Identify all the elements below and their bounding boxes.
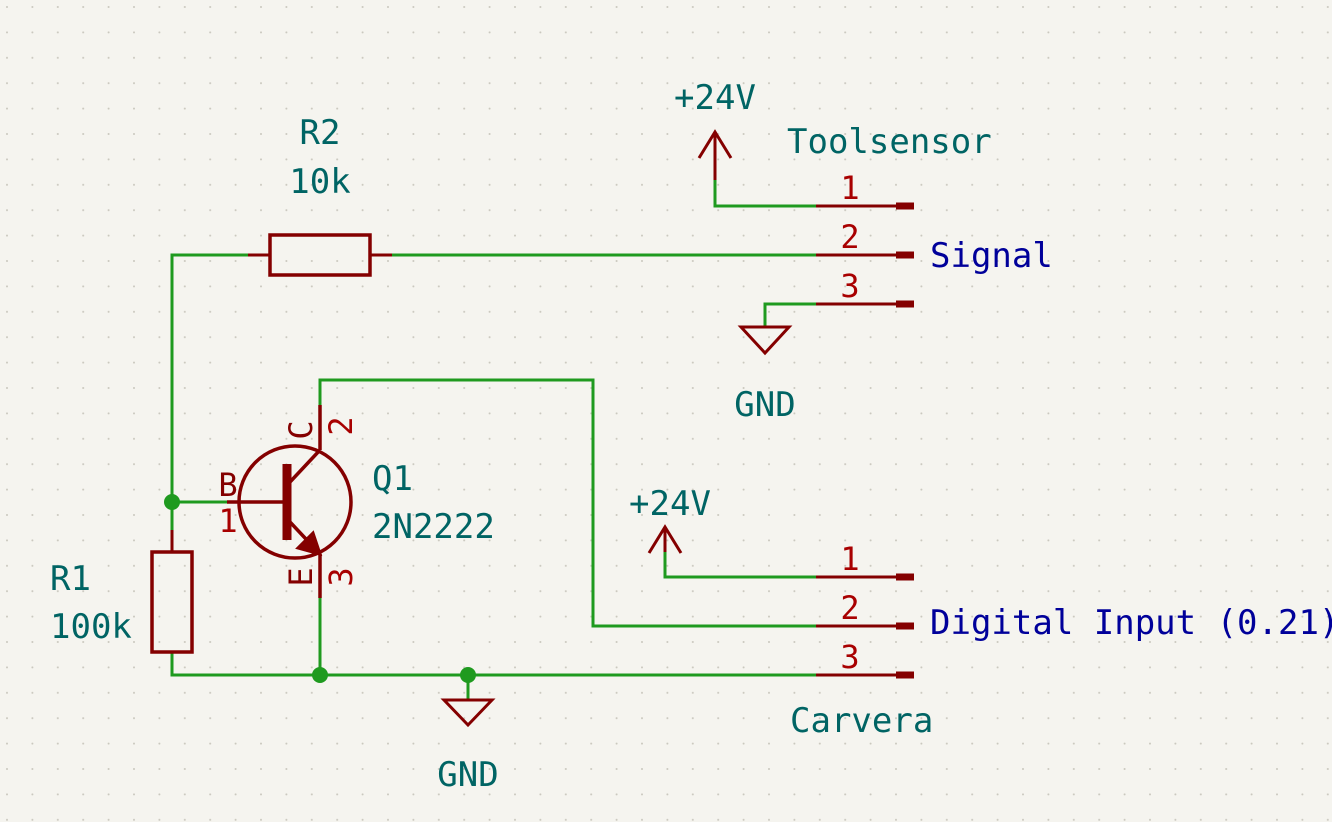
junction-base xyxy=(164,494,180,510)
vcc-mid-label: +24V xyxy=(629,484,711,524)
connector-toolsensor[interactable]: Toolsensor 1 2 3 xyxy=(787,122,992,308)
gnd-top-label: GND xyxy=(734,385,795,425)
wire-vcc-mid xyxy=(663,550,818,579)
toolsensor-pin-3: 3 xyxy=(840,267,859,305)
power-vcc-mid[interactable]: +24V xyxy=(629,484,711,554)
power-vcc-top[interactable]: +24V xyxy=(674,78,756,180)
wire-vcc-top xyxy=(713,178,818,208)
connector-carvera[interactable]: 1 2 3 Carvera xyxy=(790,540,933,741)
r2-value: 10k xyxy=(289,162,350,202)
q1-pin-e-name: E xyxy=(282,567,320,586)
q1-pin-b-name: B xyxy=(218,466,237,504)
gnd-bottom-label: GND xyxy=(437,755,498,795)
transistor-q1[interactable]: B 1 C 2 E 3 Q1 2N2222 xyxy=(218,405,495,598)
carvera-pin-1: 1 xyxy=(840,540,859,578)
q1-pin-c-name: C xyxy=(282,420,320,439)
q1-value: 2N2222 xyxy=(372,507,495,547)
junction-gnd xyxy=(460,667,476,683)
resistor-r1[interactable]: R1 100k xyxy=(50,530,194,654)
carvera-name: Carvera xyxy=(790,701,933,741)
junction-emitter xyxy=(312,667,328,683)
toolsensor-pin-1: 1 xyxy=(840,169,859,207)
r1-value: 100k xyxy=(50,607,132,647)
r1-reference: R1 xyxy=(50,559,91,599)
carvera-pin-2: 2 xyxy=(840,589,859,627)
toolsensor-pin-2: 2 xyxy=(840,218,859,256)
q1-reference: Q1 xyxy=(372,459,413,499)
q1-pin-b-number: 1 xyxy=(218,502,237,540)
wires xyxy=(170,178,818,702)
vcc-top-label: +24V xyxy=(674,78,756,118)
q1-pin-e-number: 3 xyxy=(322,567,360,586)
wire-r2-left xyxy=(170,253,250,504)
net-label-signal: Signal xyxy=(930,236,1053,276)
net-label-digital-input: Digital Input (0.21) xyxy=(930,603,1332,643)
wire-collector xyxy=(318,378,818,628)
r2-reference: R2 xyxy=(300,113,341,153)
power-gnd-bottom[interactable]: GND xyxy=(437,698,499,795)
toolsensor-name: Toolsensor xyxy=(787,122,992,162)
q1-pin-c-number: 2 xyxy=(322,416,360,435)
resistor-r2[interactable]: R2 10k xyxy=(248,113,392,277)
power-gnd-top[interactable]: GND xyxy=(734,325,796,425)
carvera-pin-3: 3 xyxy=(840,638,859,676)
